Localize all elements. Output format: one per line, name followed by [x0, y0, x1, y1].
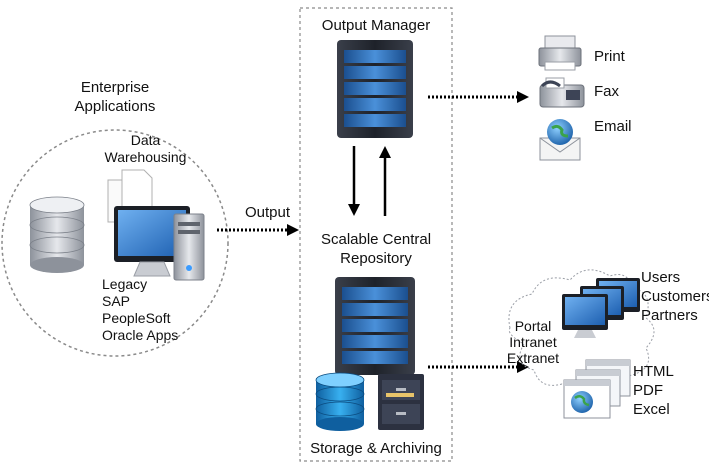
- format-item: PDF: [633, 382, 663, 399]
- audience-item: Users: [641, 269, 681, 286]
- portal-type: Intranet: [509, 334, 557, 350]
- audiences-list: Users Customers Partners: [641, 268, 709, 325]
- app-item: PeopleSoft: [102, 310, 171, 326]
- database-icon: [29, 196, 85, 273]
- file-cabinet-icon: [378, 374, 424, 430]
- repository-label: Scalable Central Repository: [300, 230, 452, 268]
- repository-label-line2: Repository: [340, 250, 412, 267]
- output-manager-server-icon: [337, 40, 413, 138]
- enterprise-boundary-circle: [1, 129, 229, 357]
- up-arrow: [379, 146, 391, 216]
- central-system-box: [299, 7, 453, 462]
- storage-database-icon: [315, 372, 365, 431]
- desktop-computer-icon: [114, 206, 205, 281]
- data-warehousing-label: Data Warehousing: [103, 132, 188, 166]
- formats-list: HTML PDF Excel: [633, 362, 674, 419]
- enterprise-title: Enterprise Applications: [70, 78, 160, 116]
- delivery-arrow: [428, 91, 529, 103]
- printer-icon: [538, 35, 582, 71]
- email-label: Email: [594, 118, 632, 135]
- portal-type: Portal: [514, 318, 552, 334]
- enterprise-title-line1: Enterprise: [80, 79, 150, 96]
- format-item: HTML: [633, 363, 674, 380]
- print-label: Print: [594, 48, 625, 65]
- data-warehousing-line2: Warehousing: [104, 149, 187, 165]
- repository-server-icon: [335, 277, 415, 375]
- app-item: Oracle Apps: [102, 327, 179, 343]
- repository-label-line1: Scalable Central: [320, 231, 432, 248]
- format-item: Excel: [633, 401, 670, 418]
- output-label: Output: [245, 204, 291, 221]
- fax-icon: [539, 77, 585, 108]
- storage-label: Storage & Archiving: [310, 440, 442, 457]
- enterprise-title-line2: Applications: [74, 98, 156, 115]
- audience-item: Customers: [641, 288, 709, 305]
- data-warehousing-line1: Data: [130, 132, 161, 148]
- portal-arrow: [428, 361, 529, 373]
- fax-label: Fax: [594, 83, 620, 100]
- output-arrow: [217, 224, 299, 236]
- audience-item: Partners: [641, 307, 698, 324]
- app-item: SAP: [102, 293, 131, 309]
- users-monitors-icon: [562, 278, 640, 338]
- portal-types-label: Portal Intranet Extranet: [500, 318, 566, 366]
- email-icon: [539, 119, 581, 161]
- portal-type: Extranet: [506, 350, 560, 366]
- enterprise-apps-list: Legacy SAP PeopleSoft Oracle Apps: [102, 276, 178, 344]
- down-arrow: [348, 146, 360, 216]
- browser-windows-icon: [563, 359, 631, 419]
- output-manager-label: Output Manager: [321, 17, 431, 34]
- app-item: Legacy: [102, 276, 148, 292]
